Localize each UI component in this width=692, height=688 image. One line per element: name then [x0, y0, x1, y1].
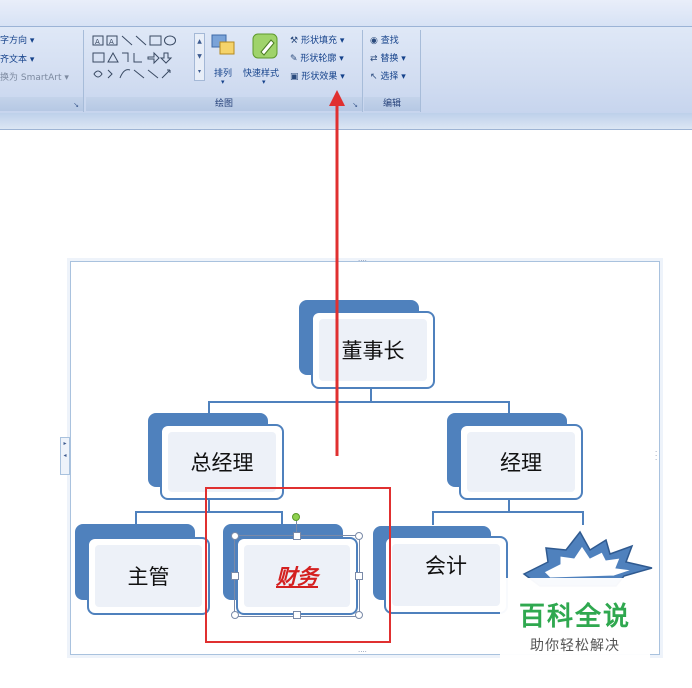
select-label: 选择 ▾ — [380, 72, 406, 82]
cursor-icon: ↖ — [370, 72, 378, 82]
replace-label: 替换 ▾ — [380, 54, 406, 64]
drawing-group: 绘图 ↘ — [86, 30, 363, 112]
resize-handle[interactable] — [293, 532, 301, 540]
arrange-dropdown-icon[interactable]: ▾ — [221, 78, 225, 86]
quick-styles-icon[interactable] — [251, 32, 281, 66]
node-general-manager-label: 总经理 — [168, 432, 276, 492]
replace-icon: ⇄ — [370, 54, 378, 64]
quick-styles-dropdown-icon[interactable]: ▾ — [262, 78, 266, 86]
select-button[interactable]: ↖ 选择 ▾ — [370, 69, 406, 82]
burst-shape[interactable] — [520, 528, 660, 588]
align-text-button[interactable]: 齐文本 ▾ — [0, 55, 35, 65]
resize-handle[interactable] — [355, 532, 363, 540]
text-group-label — [0, 97, 83, 111]
gallery-scroll-buttons[interactable]: ▲▼▾ — [194, 33, 205, 81]
drawing-group-launcher-icon[interactable]: ↘ — [352, 101, 358, 109]
resize-handle[interactable] — [355, 611, 363, 619]
resize-handle[interactable] — [231, 611, 239, 619]
node-chairman[interactable]: 董事长 — [311, 311, 435, 389]
node-supervisor[interactable]: 主管 — [87, 537, 210, 615]
watermark: 百科全说 助你轻松解决 — [500, 578, 650, 670]
text-pane-toggle[interactable]: ▸◂ — [60, 437, 70, 475]
connector — [370, 388, 372, 402]
frame-bottom-grip[interactable]: ···· — [358, 648, 367, 656]
resize-handle[interactable] — [355, 572, 363, 580]
connector — [135, 511, 283, 513]
watermark-title: 百科全说 — [518, 602, 631, 632]
ribbon-tab-strip — [0, 0, 692, 27]
node-accountant[interactable]: 会计 — [384, 536, 508, 614]
editing-group-label: 编辑 — [364, 97, 420, 111]
node-accountant-label: 会计 — [392, 544, 500, 606]
find-button[interactable]: ◉ 查找 — [370, 33, 399, 46]
node-finance[interactable]: 财务 — [236, 537, 358, 615]
frame-top-grip[interactable]: ···· — [358, 257, 367, 265]
rotation-handle[interactable] — [292, 513, 300, 521]
connector — [208, 498, 210, 512]
connector — [582, 511, 584, 525]
ribbon-bottom-edge — [0, 113, 692, 130]
resize-handle[interactable] — [231, 572, 239, 580]
node-general-manager[interactable]: 总经理 — [160, 424, 284, 500]
red-highlight-box — [205, 487, 391, 643]
red-arrow-annotation — [329, 90, 345, 456]
node-supervisor-label: 主管 — [95, 545, 202, 607]
shape-fill-label: 形状填充 ▾ — [300, 36, 345, 46]
node-manager[interactable]: 经理 — [459, 424, 583, 500]
connector — [432, 511, 584, 513]
watermark-subtitle: 助你轻松解决 — [530, 638, 620, 654]
connector — [281, 511, 283, 525]
text-direction-button[interactable]: 字方向 ▾ — [0, 36, 35, 46]
shape-outline-button[interactable]: ✎ 形状轮廓 ▾ — [290, 51, 344, 64]
paint-bucket-icon: ⚒ — [290, 36, 299, 46]
connector — [432, 511, 434, 525]
arrange-icon[interactable] — [210, 33, 238, 63]
svg-text:A: A — [95, 38, 101, 46]
shape-fill-button[interactable]: ⚒ 形状填充 ▾ — [290, 33, 344, 46]
shapes-gallery-icons: A A — [92, 35, 176, 79]
quick-styles-button[interactable]: 快速样式 — [243, 69, 280, 79]
pen-icon: ✎ — [290, 54, 298, 64]
node-manager-label: 经理 — [467, 432, 575, 492]
shape-effects-button[interactable]: ▣ 形状效果 ▾ — [290, 69, 345, 82]
connector — [508, 401, 510, 413]
resize-handle[interactable] — [231, 532, 239, 540]
replace-button[interactable]: ⇄ 替换 ▾ — [370, 51, 406, 64]
binoculars-icon: ◉ — [370, 36, 378, 46]
convert-smartart-button[interactable]: 换为 SmartArt ▾ — [0, 73, 69, 83]
node-finance-label: 财务 — [244, 545, 350, 607]
drawing-group-label: 绘图 — [86, 97, 362, 111]
shape-effects-icon: ▣ — [290, 72, 299, 82]
arrange-button[interactable]: 排列 — [214, 69, 233, 79]
rotation-stem — [296, 519, 297, 535]
connector — [508, 498, 510, 512]
text-group-launcher-icon[interactable]: ↘ — [73, 101, 79, 109]
resize-handle[interactable] — [293, 611, 301, 619]
editing-group: 编辑 — [364, 30, 421, 112]
shape-effects-label: 形状效果 ▾ — [301, 72, 345, 82]
smartart-frame[interactable] — [70, 261, 660, 655]
frame-right-grip[interactable]: ··· — [655, 448, 658, 464]
shape-outline-label: 形状轮廓 ▾ — [300, 54, 344, 64]
svg-text:A: A — [109, 38, 115, 46]
shapes-gallery[interactable]: A A — [92, 34, 200, 84]
find-label: 查找 — [380, 36, 399, 46]
connector — [208, 401, 210, 413]
text-group: ↘ — [0, 30, 84, 112]
connector — [135, 511, 137, 525]
connector — [208, 401, 510, 403]
